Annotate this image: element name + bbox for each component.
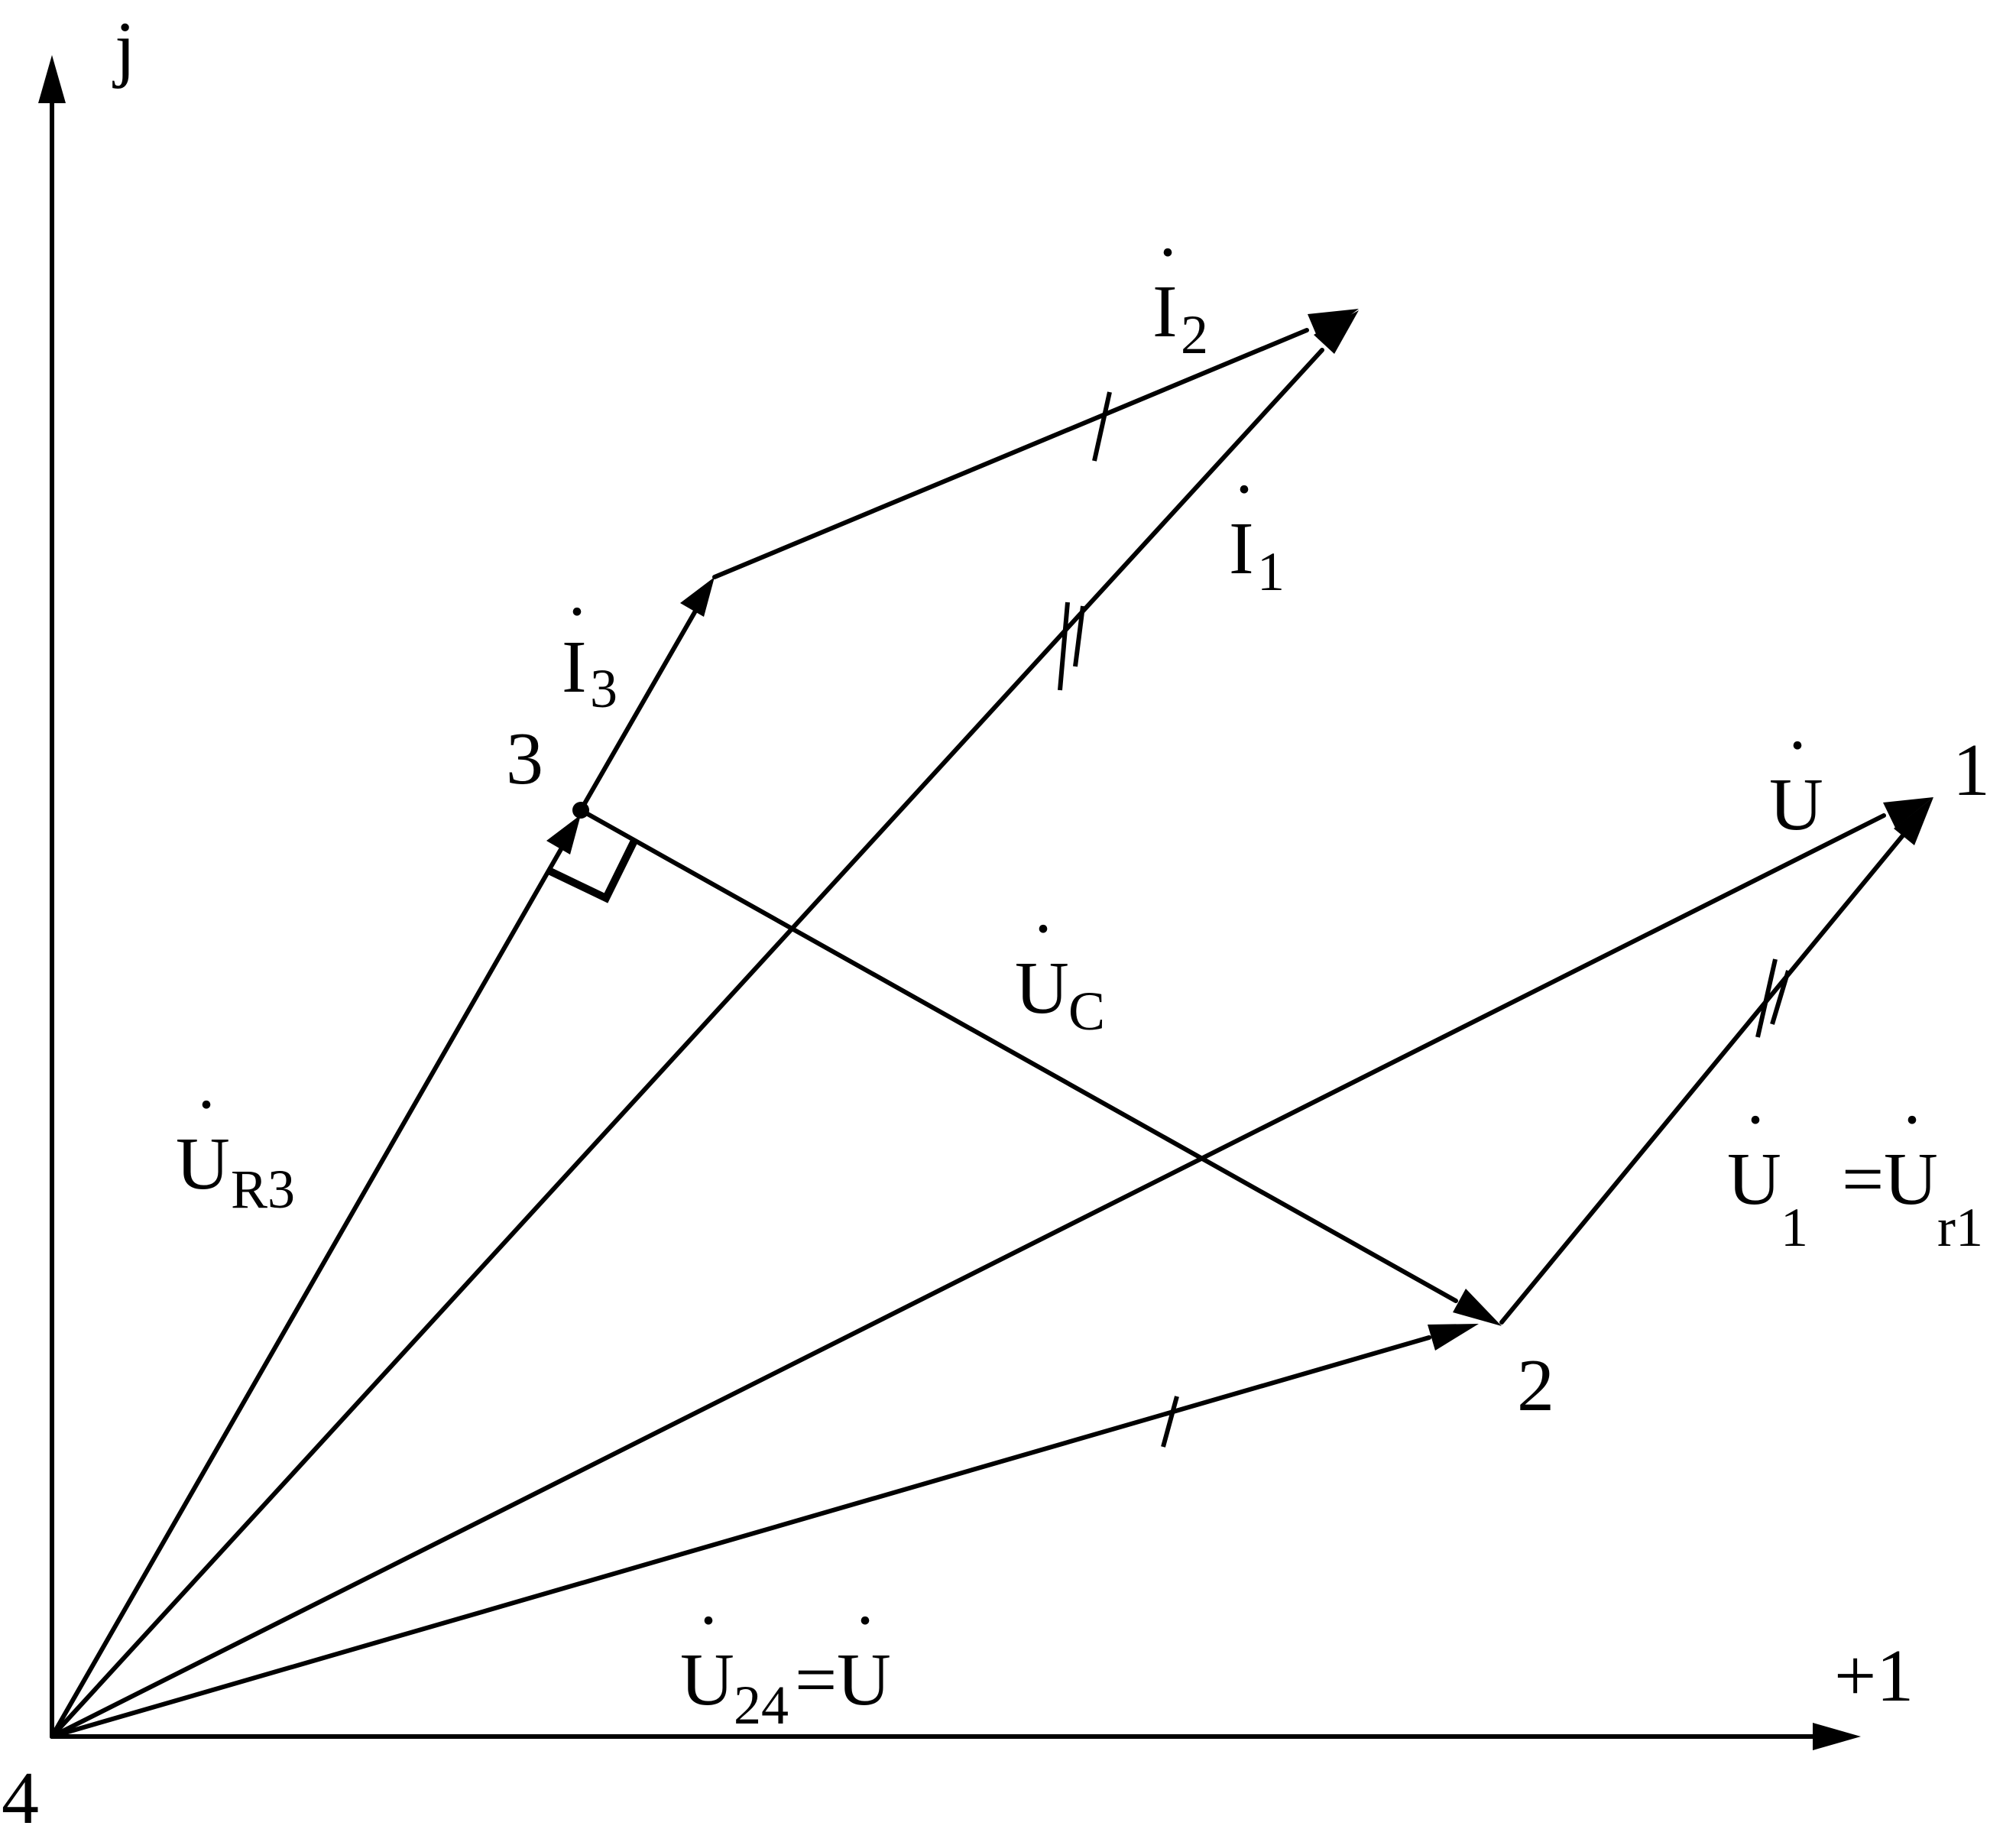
phasor-uc-line [579,808,1458,1303]
phasor-u1-arrowhead [1894,797,1933,845]
phasor-u24-tick [1161,1396,1179,1448]
label-u24-base: U [680,1639,734,1721]
node-3-label: 3 [506,718,543,800]
label-u1-sub: 1 [1781,1197,1808,1258]
phasor-i1 [50,310,1359,1739]
phasor-u1-line [1499,833,1905,1325]
label-i3-sub: 3 [590,658,617,719]
node-2-label: 2 [1517,1344,1554,1427]
imag-axis-arrowhead [38,55,66,103]
label-u24: · U 24 = · U [680,1583,891,1736]
label-u24-dot2: · [854,1583,877,1659]
label-u: · U [1769,708,1823,846]
phasor-u1-tick-2 [1770,970,1791,1025]
label-i1-base: I [1229,508,1254,590]
right-angle-marker [548,838,638,903]
phasor-i1-tick-2 [1073,605,1085,667]
label-u1-dot2: · [1901,1082,1924,1158]
phasor-u1 [1499,797,1933,1325]
phasor-i3 [579,577,715,812]
label-ur3-dot: · [195,1067,218,1143]
phasor-uc [579,808,1502,1326]
phasor-u [50,797,1933,1739]
phasor-i2 [712,309,1359,579]
label-u1-eq: = [1842,1138,1884,1221]
label-i3-dot: · [566,574,588,650]
phasor-u1-tick-1 [1755,958,1778,1038]
label-u1-base: U [1727,1138,1781,1221]
label-uc: · U C [1015,891,1105,1042]
label-uc-dot: · [1032,891,1055,967]
phasor-i3-arrowhead [680,577,715,617]
label-u24-base2: U [837,1639,891,1721]
label-uc-sub: C [1068,981,1105,1042]
phasor-u-arrowhead [1883,797,1933,828]
phasor-u24-arrowhead [1428,1324,1479,1351]
phasor-ur3 [50,815,581,1739]
label-ur3-base: U [176,1123,230,1205]
label-i1-sub: 1 [1257,541,1285,602]
phasor-ur3-line [50,832,572,1739]
label-i3: · I 3 [562,574,617,719]
label-i2-base: I [1152,271,1178,353]
label-ur3-sub: R3 [231,1159,295,1220]
node-1-label: 1 [1953,729,1990,812]
label-uc-base: U [1015,947,1069,1030]
phasor-ur3-arrowhead [546,815,581,855]
phasor-i2-tick [1092,391,1112,462]
axes [38,55,1861,1750]
phasor-i2-line [712,328,1309,579]
label-i2-sub: 2 [1181,304,1208,365]
imag-axis-label: j [112,7,135,89]
phasor-i1-arrowhead [1314,310,1359,354]
label-i2: · I 2 [1152,215,1208,365]
phasor-uc-arrowhead [1453,1289,1502,1326]
label-u24-dot: · [697,1583,720,1659]
phasor-u24 [50,1324,1479,1739]
label-u1-sub2: r1 [1937,1197,1983,1258]
label-u1: · U 1 = · U r1 [1727,1082,1983,1258]
phasor-u24-line [50,1335,1431,1739]
real-axis-label: +1 [1834,1635,1914,1717]
label-i1: · I 1 [1229,452,1285,602]
label-u-base: U [1769,764,1823,846]
label-i2-dot: · [1156,215,1179,290]
label-u24-sub: 24 [734,1675,789,1736]
label-ur3: · U R3 [176,1067,295,1220]
label-i1-dot: · [1233,452,1256,527]
phasor-u-line [50,813,1886,1739]
real-axis-arrowhead [1813,1723,1861,1750]
node-4-label: 4 [2,1757,39,1829]
phasor-i1-tick-1 [1058,602,1070,691]
node-3-point [572,802,589,819]
label-i3-base: I [562,626,587,709]
label-u-dot: · [1786,708,1809,783]
phasor-i3-line [579,595,705,812]
phasor-i1-line [50,348,1324,1739]
label-u1-dot: · [1744,1082,1767,1158]
label-u1-base2: U [1884,1138,1938,1221]
label-u24-eq: = [795,1639,837,1721]
